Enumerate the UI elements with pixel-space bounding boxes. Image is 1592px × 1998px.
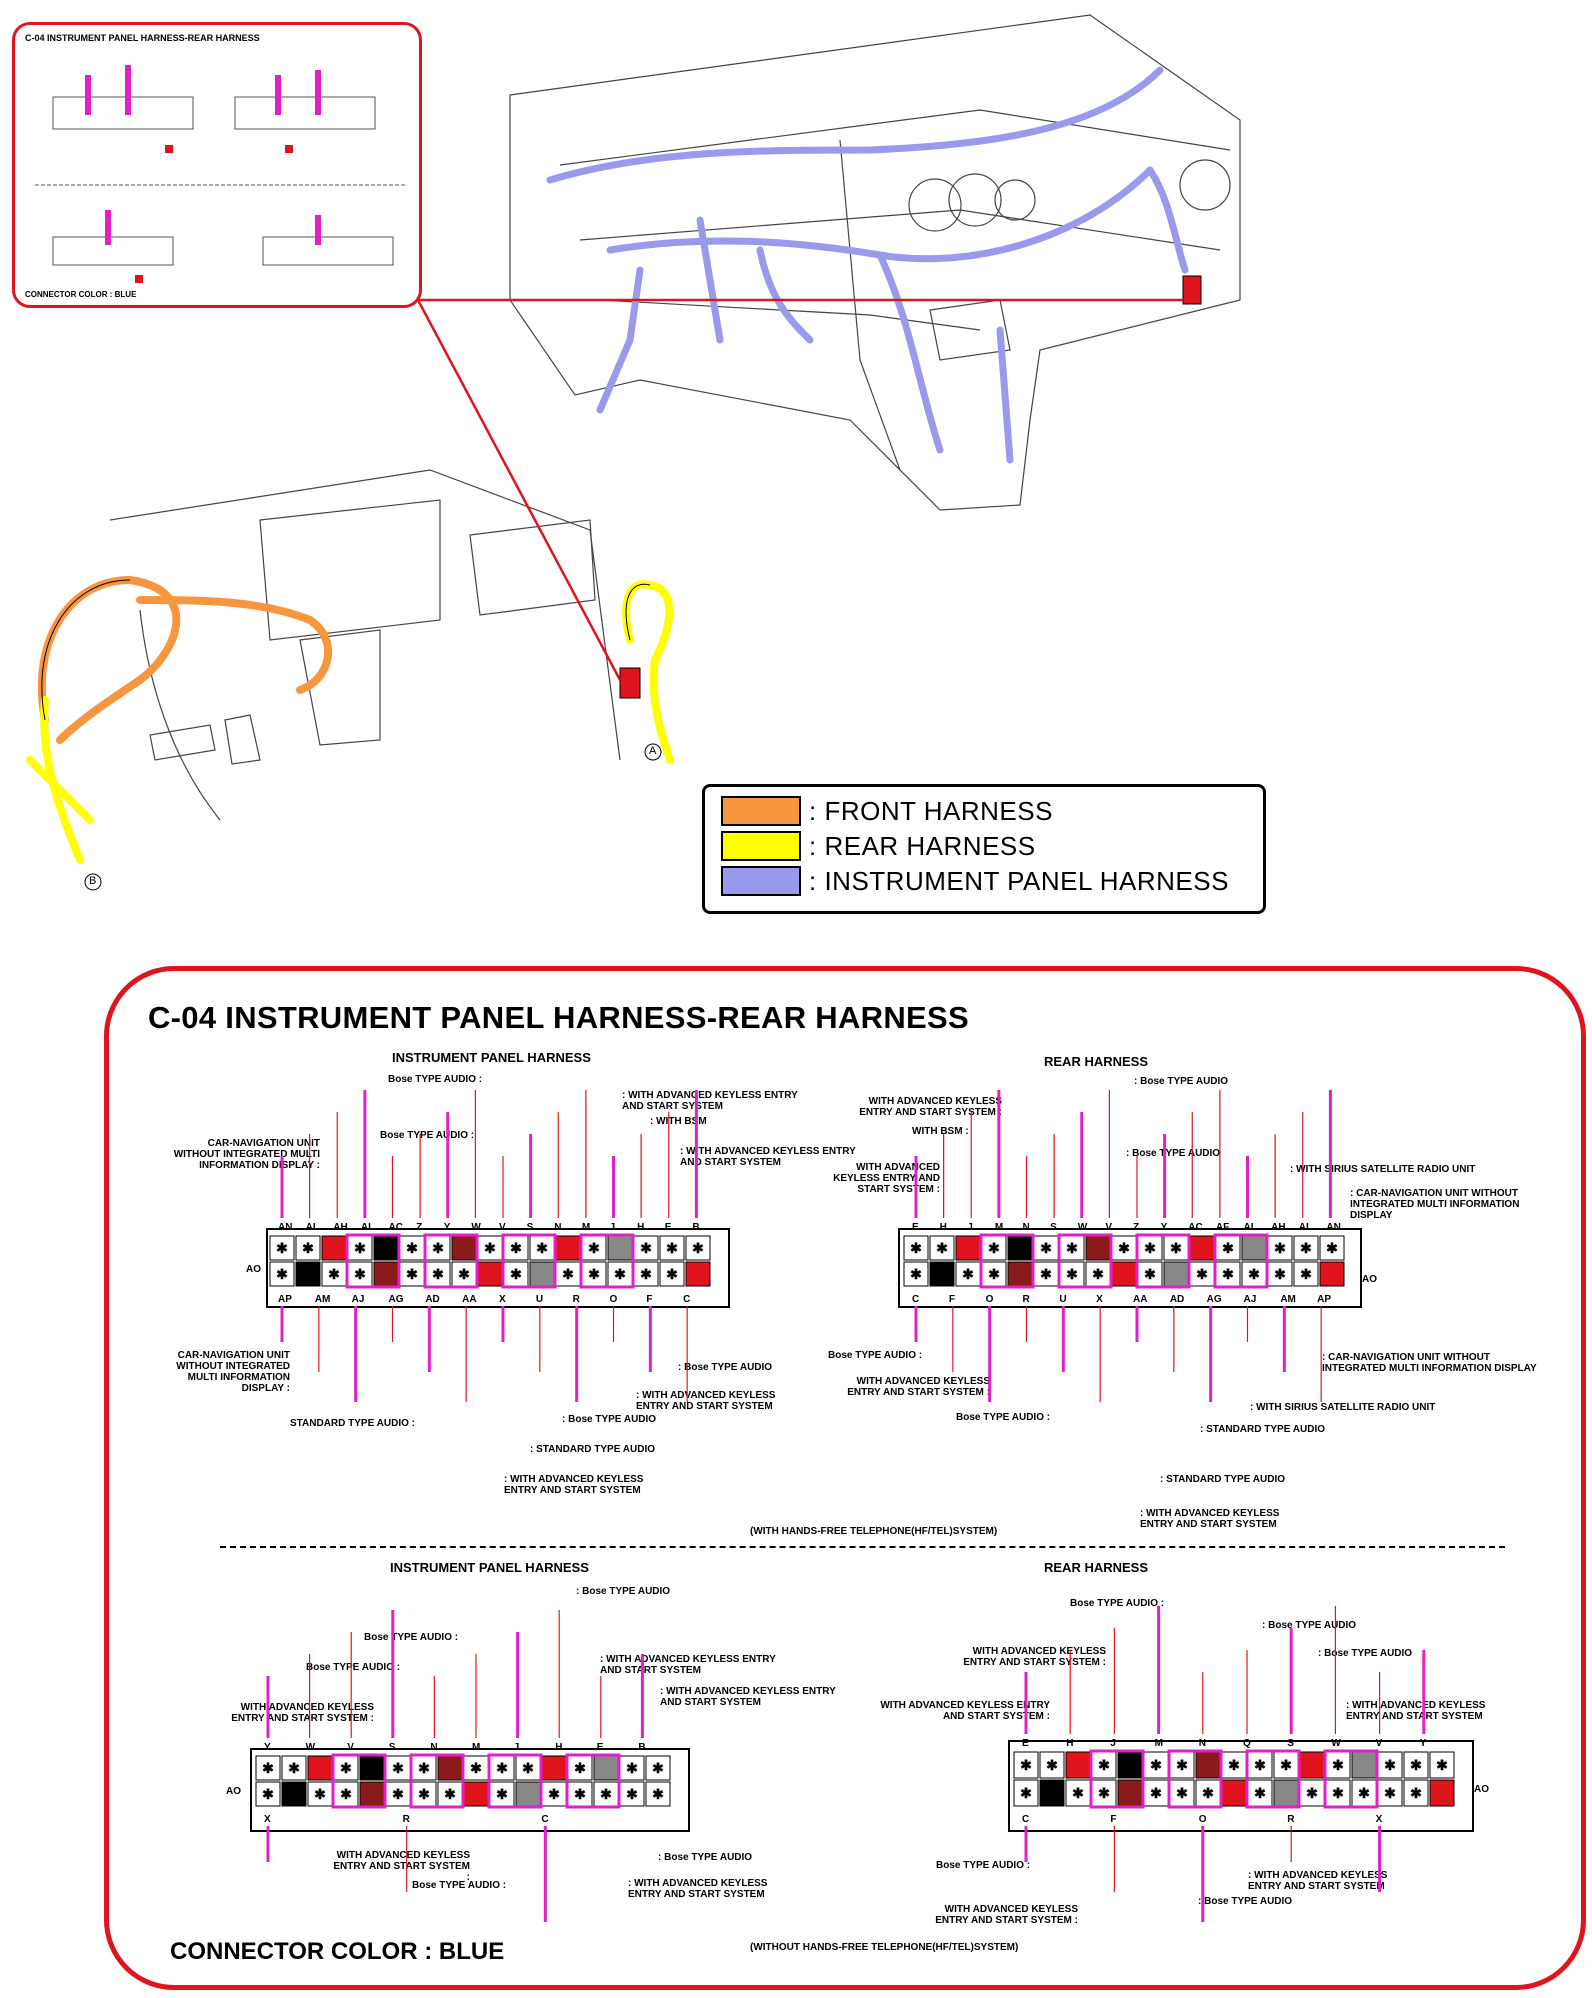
tr-bose2: : Bose TYPE AUDIO xyxy=(1126,1148,1221,1159)
br-bose1: Bose TYPE AUDIO : xyxy=(1070,1598,1165,1609)
top-note: (WITH HANDS-FREE TELEPHONE(HF/TEL)SYSTEM… xyxy=(750,1526,998,1537)
br-bose3: : Bose TYPE AUDIO xyxy=(1318,1648,1413,1659)
bl-bose4: : Bose TYPE AUDIO xyxy=(658,1852,753,1863)
legend-swatch-front xyxy=(721,796,801,826)
br-bose5: : Bose TYPE AUDIO xyxy=(1198,1896,1293,1907)
bottom-left-connector xyxy=(250,1748,690,1832)
tl-std2: : STANDARD TYPE AUDIO xyxy=(530,1444,655,1455)
tr-side-ao: AO xyxy=(1362,1274,1377,1285)
br-adv2: WITH ADVANCED KEYLESS ENTRY AND START SY… xyxy=(880,1700,1050,1722)
br-adv3: : WITH ADVANCED KEYLESS ENTRY AND START … xyxy=(1346,1700,1486,1722)
top-right-connector xyxy=(898,1228,1362,1308)
section-separator xyxy=(220,1546,1505,1548)
tl-adv3: : WITH ADVANCED KEYLESS ENTRY AND START … xyxy=(636,1390,776,1412)
tr-bose4: Bose TYPE AUDIO : xyxy=(956,1412,1051,1423)
tl-bose3: : Bose TYPE AUDIO xyxy=(562,1414,657,1425)
tr-sirius1: : WITH SIRIUS SATELLITE RADIO UNIT xyxy=(1290,1164,1476,1175)
legend-rear-label: : REAR HARNESS xyxy=(809,830,1036,861)
tl-std1: STANDARD TYPE AUDIO : xyxy=(290,1418,415,1429)
tr-carnav2: : CAR-NAVIGATION UNIT WITHOUT INTEGRATED… xyxy=(1322,1352,1537,1374)
tr-adv2: WITH ADVANCED KEYLESS ENTRY AND START SY… xyxy=(833,1162,940,1195)
tl-adv2: : WITH ADVANCED KEYLESS ENTRY AND START … xyxy=(680,1146,856,1168)
tl-bose4: : Bose TYPE AUDIO xyxy=(678,1362,773,1373)
top-left-connector xyxy=(266,1228,730,1308)
bl-adv2: : WITH ADVANCED KEYLESS ENTRY AND START … xyxy=(660,1686,836,1708)
bottom-note: (WITHOUT HANDS-FREE TELEPHONE(HF/TEL)SYS… xyxy=(750,1942,1019,1953)
tl-bose1: Bose TYPE AUDIO : xyxy=(388,1074,483,1085)
sheet-title: C-04 INSTRUMENT PANEL HARNESS-REAR HARNE… xyxy=(148,1000,969,1035)
tl-carnav1: CAR-NAVIGATION UNIT WITHOUT INTEGRATED M… xyxy=(173,1138,320,1171)
harness-illustration xyxy=(26,14,1241,891)
top-right-heading: REAR HARNESS xyxy=(1044,1054,1149,1069)
tr-std2: : STANDARD TYPE AUDIO xyxy=(1160,1474,1285,1485)
bottom-right-connector xyxy=(1008,1740,1474,1832)
callout-a: A xyxy=(649,745,657,757)
connector-sheet-thumbnail: C-04 INSTRUMENT PANEL HARNESS-REAR HARNE… xyxy=(12,22,422,308)
legend-swatch-rear xyxy=(721,831,801,861)
tl-adv1: : WITH ADVANCED KEYLESS ENTRY AND START … xyxy=(622,1090,798,1112)
thumbnail-title: C-04 INSTRUMENT PANEL HARNESS-REAR HARNE… xyxy=(25,33,260,43)
tr-adv1: WITH ADVANCED KEYLESS ENTRY AND START SY… xyxy=(859,1096,1002,1118)
br-side-ao: AO xyxy=(1474,1784,1489,1795)
bl-adv1: : WITH ADVANCED KEYLESS ENTRY AND START … xyxy=(600,1654,776,1676)
bl-bose3: Bose TYPE AUDIO : xyxy=(306,1662,401,1673)
callout-b: B xyxy=(89,875,97,887)
legend-swatch-ip xyxy=(721,866,801,896)
bl-bose5: Bose TYPE AUDIO : xyxy=(412,1880,507,1891)
br-bose4: Bose TYPE AUDIO : xyxy=(936,1860,1031,1871)
tr-bsm: WITH BSM : xyxy=(912,1126,969,1137)
legend-ip-label: : INSTRUMENT PANEL HARNESS xyxy=(809,865,1229,896)
top-left-heading: INSTRUMENT PANEL HARNESS xyxy=(392,1050,591,1065)
tl-bsm: : WITH BSM xyxy=(650,1116,707,1127)
tr-sirius2: : WITH SIRIUS SATELLITE RADIO UNIT xyxy=(1250,1402,1436,1413)
br-adv4: WITH ADVANCED KEYLESS ENTRY AND START SY… xyxy=(935,1904,1078,1926)
bl-adv5: : WITH ADVANCED KEYLESS ENTRY AND START … xyxy=(628,1878,768,1900)
tl-bose2: Bose TYPE AUDIO : xyxy=(380,1130,475,1141)
thumbnail-graphic xyxy=(35,65,405,283)
bl-bose2: Bose TYPE AUDIO : xyxy=(364,1632,459,1643)
connector-color: CONNECTOR COLOR : BLUE xyxy=(170,1938,505,1965)
bl-side-ao: AO xyxy=(226,1786,241,1797)
legend-ip: : INSTRUMENT PANEL HARNESS xyxy=(721,865,1229,896)
thumbnail-footer: CONNECTOR COLOR : BLUE xyxy=(25,290,137,299)
bl-adv4: WITH ADVANCED KEYLESS ENTRY AND START SY… xyxy=(333,1850,470,1883)
bl-adv3: WITH ADVANCED KEYLESS ENTRY AND START SY… xyxy=(231,1702,374,1724)
tr-adv3: WITH ADVANCED KEYLESS ENTRY AND START SY… xyxy=(847,1376,990,1398)
br-adv1: WITH ADVANCED KEYLESS ENTRY AND START SY… xyxy=(963,1646,1106,1668)
harness-legend: : FRONT HARNESS : REAR HARNESS : INSTRUM… xyxy=(702,784,1266,914)
tr-bose3: Bose TYPE AUDIO : xyxy=(828,1350,923,1361)
tl-side-ao: AO xyxy=(246,1264,261,1275)
tr-carnav1: : CAR-NAVIGATION UNIT WITHOUT INTEGRATED… xyxy=(1350,1188,1520,1221)
bottom-left-heading: INSTRUMENT PANEL HARNESS xyxy=(390,1560,589,1575)
connector-sheet-frame xyxy=(104,966,1586,1990)
legend-front: : FRONT HARNESS xyxy=(721,795,1053,826)
tr-bose1: : Bose TYPE AUDIO xyxy=(1134,1076,1229,1087)
tl-adv4: : WITH ADVANCED KEYLESS ENTRY AND START … xyxy=(504,1474,644,1496)
legend-rear: : REAR HARNESS xyxy=(721,830,1036,861)
legend-front-label: : FRONT HARNESS xyxy=(809,795,1053,826)
br-bose2: : Bose TYPE AUDIO xyxy=(1262,1620,1357,1631)
bl-bose1: : Bose TYPE AUDIO xyxy=(576,1586,671,1597)
bottom-right-heading: REAR HARNESS xyxy=(1044,1560,1149,1575)
tl-carnav2: CAR-NAVIGATION UNIT WITHOUT INTEGRATED M… xyxy=(176,1350,290,1394)
tr-adv4: : WITH ADVANCED KEYLESS ENTRY AND START … xyxy=(1140,1508,1280,1530)
br-adv5: : WITH ADVANCED KEYLESS ENTRY AND START … xyxy=(1248,1870,1388,1892)
tr-std1: : STANDARD TYPE AUDIO xyxy=(1200,1424,1325,1435)
